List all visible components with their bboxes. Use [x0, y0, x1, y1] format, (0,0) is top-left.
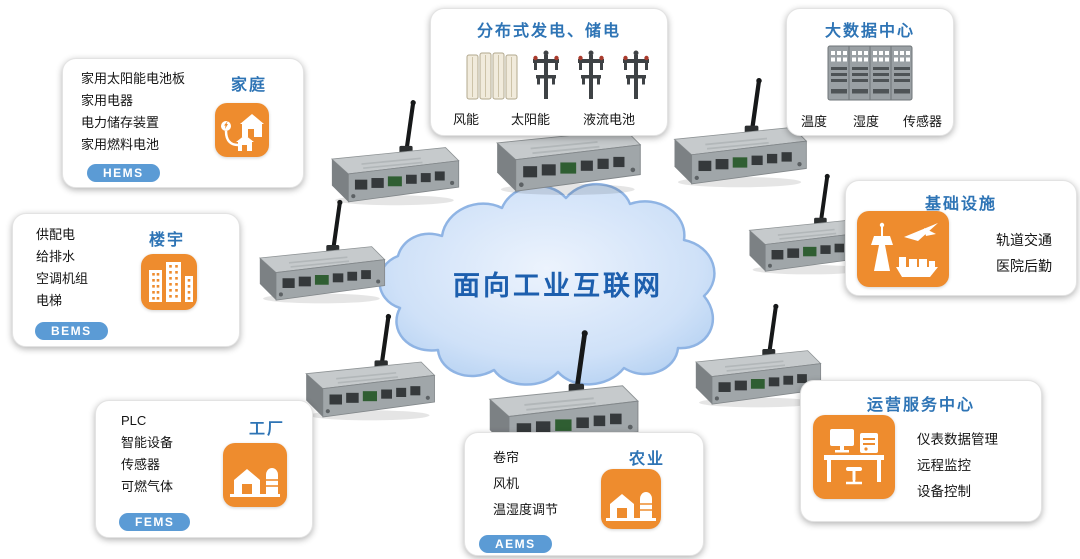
solar-energy-label: 太阳能	[511, 112, 551, 127]
gateway-device	[296, 312, 438, 422]
fems-badge: FEMS	[119, 513, 191, 531]
home-energy-icon	[215, 103, 269, 157]
list-item: 仪表数据管理	[917, 432, 998, 447]
temperature-label: 温度	[801, 114, 828, 129]
list-item: 家用电器	[81, 93, 134, 108]
factory-card: PLC 智能设备 传感器 可燃气体 工厂 FEMS	[95, 400, 313, 538]
building-card-title: 楼宇	[149, 232, 186, 249]
power-poles-battery-icon	[533, 50, 649, 99]
big-data-center-title: 大数据中心	[824, 23, 915, 40]
list-item: 空调机组	[36, 271, 89, 286]
factory-item-list: PLC 智能设备 传感器 可燃气体	[121, 410, 173, 498]
operations-item-list: 仪表数据管理 远程监控 设备控制	[917, 427, 998, 505]
home-card-title: 家庭	[231, 77, 268, 94]
list-item: 家用太阳能电池板	[81, 71, 186, 86]
list-item: 卷帘	[493, 450, 520, 465]
solar-panels-icon	[466, 52, 518, 100]
list-item: 传感器	[121, 457, 161, 472]
humidity-label: 湿度	[853, 114, 880, 129]
list-item: 家用燃料电池	[81, 137, 160, 152]
operations-desk-icon	[813, 415, 895, 499]
sensor-label: 传感器	[903, 114, 943, 129]
infrastructure-icon	[857, 211, 949, 287]
list-item: 电梯	[36, 293, 63, 308]
list-item: 轨道交通	[996, 232, 1052, 248]
infrastructure-item-list: 轨道交通 医院后勤	[996, 227, 1052, 279]
list-item: 给排水	[36, 249, 76, 264]
agriculture-item-list: 卷帘 风机 温湿度调节	[493, 445, 558, 523]
aems-badge: AEMS	[479, 535, 552, 553]
list-item: 风机	[493, 476, 520, 491]
wind-energy-label: 风能	[453, 112, 480, 127]
operations-center-card: 运营服务中心 仪表数据管理 远程监控 设备控制	[800, 380, 1042, 522]
factory-icon	[223, 443, 287, 507]
list-item: 可燃气体	[121, 479, 174, 494]
list-item: 设备控制	[917, 484, 971, 499]
agriculture-card: 卷帘 风机 温湿度调节 农业 AEMS	[464, 432, 704, 556]
home-card: 家用太阳能电池板 家用电器 电力储存装置 家用燃料电池 家庭 HEMS	[62, 58, 304, 188]
list-item: 电力储存装置	[81, 115, 160, 130]
hems-badge: HEMS	[87, 164, 160, 182]
buildings-icon	[141, 254, 197, 310]
cloud-title: 面向工业互联网	[453, 271, 663, 301]
list-item: 医院后勤	[996, 258, 1052, 274]
list-item: 远程监控	[917, 458, 971, 473]
bems-badge: BEMS	[35, 322, 108, 340]
gateway-device	[250, 198, 388, 305]
operations-center-title: 运营服务中心	[866, 397, 975, 414]
building-item-list: 供配电 给排水 空调机组 电梯	[36, 224, 88, 312]
list-item: 供配电	[36, 227, 76, 242]
distributed-power-card: 分布式发电、储电 风能 太阳能 液流电池	[430, 8, 668, 136]
home-item-list: 家用太阳能电池板 家用电器 电力储存装置 家用燃料电池	[81, 68, 185, 156]
infrastructure-card: 基础设施 轨道交通 医院后勤	[845, 180, 1077, 296]
flow-battery-label: 液流电池	[583, 112, 636, 127]
distributed-power-title: 分布式发电、储电	[476, 23, 621, 40]
farm-icon	[601, 469, 661, 529]
list-item: PLC	[121, 413, 147, 428]
cloud-shape	[378, 183, 716, 386]
agriculture-card-title: 农业	[629, 451, 666, 468]
list-item: 智能设备	[121, 435, 174, 450]
factory-card-title: 工厂	[249, 421, 286, 438]
building-card: 供配电 给排水 空调机组 电梯 楼宇 BE	[12, 213, 240, 347]
big-data-center-card: 大数据中心 温度 湿度 传感器	[786, 8, 954, 136]
infrastructure-card-title: 基础设施	[924, 196, 997, 213]
server-rack-icon	[827, 45, 913, 101]
list-item: 温湿度调节	[493, 502, 559, 517]
